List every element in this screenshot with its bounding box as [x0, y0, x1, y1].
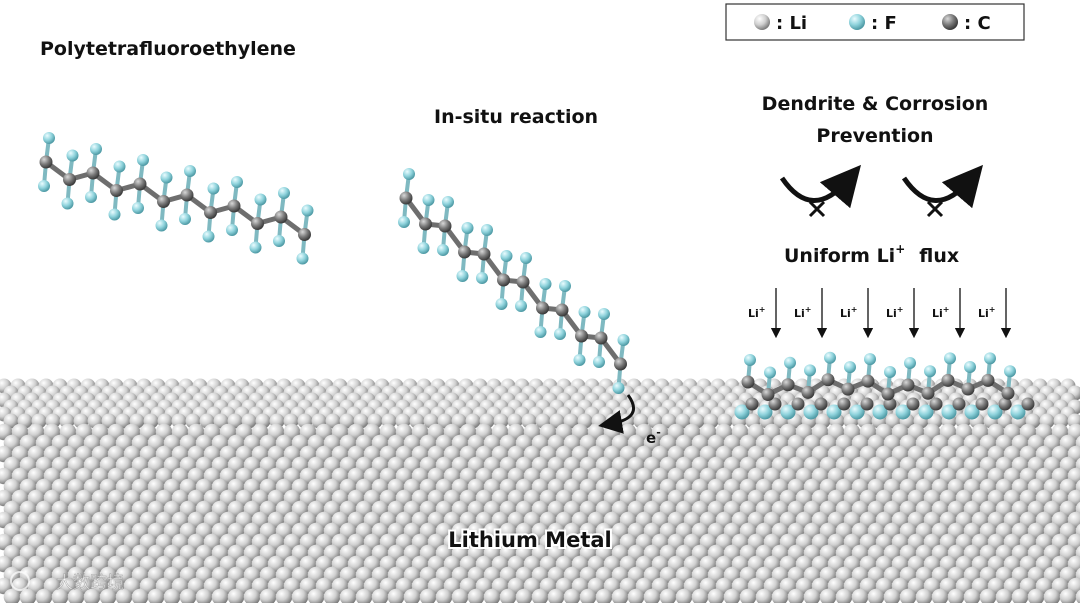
- blocked-dendrite-arrow-icon: [779, 164, 862, 218]
- flux-sup: +: [895, 242, 905, 256]
- prevention-title-line1: Dendrite & Corrosion: [762, 93, 989, 115]
- watermark-text: 大数跨境: [56, 573, 124, 593]
- li-atom-icon: [754, 14, 770, 30]
- legend-f-label: : F: [871, 13, 897, 34]
- legend-frame: [725, 3, 1025, 41]
- flux-suffix: flux: [919, 245, 959, 267]
- prevention-title-line2: Prevention: [816, 125, 933, 147]
- f-atom-icon: [849, 14, 865, 30]
- li-ion-label: Li+: [978, 305, 995, 320]
- reaction-title: In-situ reaction: [434, 106, 598, 128]
- legend-c-label: : C: [964, 13, 991, 34]
- ptfe-molecule: [38, 132, 314, 265]
- flux-label: Uniform Li+ flux: [784, 242, 959, 267]
- lithium-metal-slab: [0, 378, 1080, 603]
- li-ion-label: Li+: [794, 305, 811, 320]
- ptfe-title: Polytetrafluoroethylene: [40, 38, 296, 60]
- watermark: 大数跨境: [10, 571, 124, 593]
- legend: : Li : F : C: [725, 3, 1025, 41]
- li-ion-label: Li+: [932, 305, 949, 320]
- lithium-metal-label: Lithium Metal: [448, 528, 611, 552]
- electron-transfer-arrow-icon: [598, 394, 635, 434]
- electron-label: e-: [646, 426, 661, 447]
- c-atom-icon: [942, 14, 958, 30]
- li-ion-label: Li+: [748, 305, 765, 320]
- legend-li-label: : Li: [776, 13, 807, 34]
- li-ion-label: Li+: [886, 305, 903, 320]
- flux-prefix: Uniform Li: [784, 245, 895, 267]
- li-ion-label: Li+: [840, 305, 857, 320]
- blocked-corrosion-arrow-icon: [901, 164, 984, 218]
- reacting-ptfe-molecule: [398, 168, 630, 394]
- surface-lif-layer: [734, 351, 1035, 420]
- li-ion-flux-arrows: Li+ Li+ Li+ Li+ Li+ Li+: [748, 288, 1012, 339]
